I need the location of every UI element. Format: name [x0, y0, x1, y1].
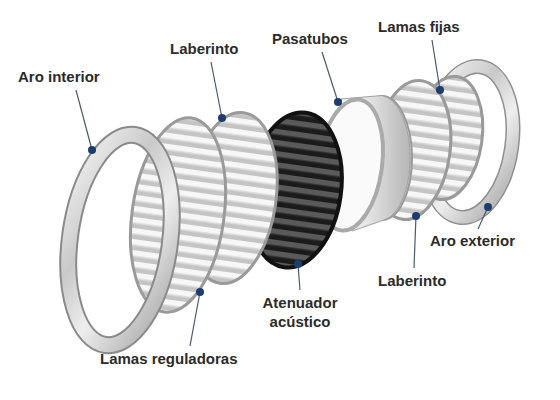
callout-dot: [218, 114, 226, 122]
leader-line: [211, 62, 222, 118]
part-label: Aro interior: [18, 68, 100, 87]
part-label: Aro exterior: [430, 232, 515, 251]
part-label: Atenuador acústico: [252, 294, 348, 332]
callout-dot: [334, 98, 342, 106]
part-label: Pasatubos: [272, 30, 348, 49]
leader-lines: [76, 40, 488, 346]
leader-line: [190, 292, 200, 346]
part-label: Lamas reguladoras: [100, 350, 238, 369]
callout-dots: [88, 86, 492, 296]
leader-line: [322, 52, 338, 102]
inner-ring: [56, 128, 185, 352]
callout-dot: [436, 86, 444, 94]
part-label: Lamas fijas: [378, 18, 460, 37]
callout-dot: [88, 146, 96, 154]
callout-dot: [294, 260, 302, 268]
callout-dot: [196, 288, 204, 296]
leader-line: [414, 216, 416, 268]
leader-line: [432, 40, 440, 90]
callout-dot: [484, 203, 492, 211]
leader-line: [76, 90, 92, 150]
callout-dot: [412, 212, 420, 220]
part-label: Laberinto: [170, 40, 238, 59]
part-label: Laberinto: [378, 272, 446, 291]
